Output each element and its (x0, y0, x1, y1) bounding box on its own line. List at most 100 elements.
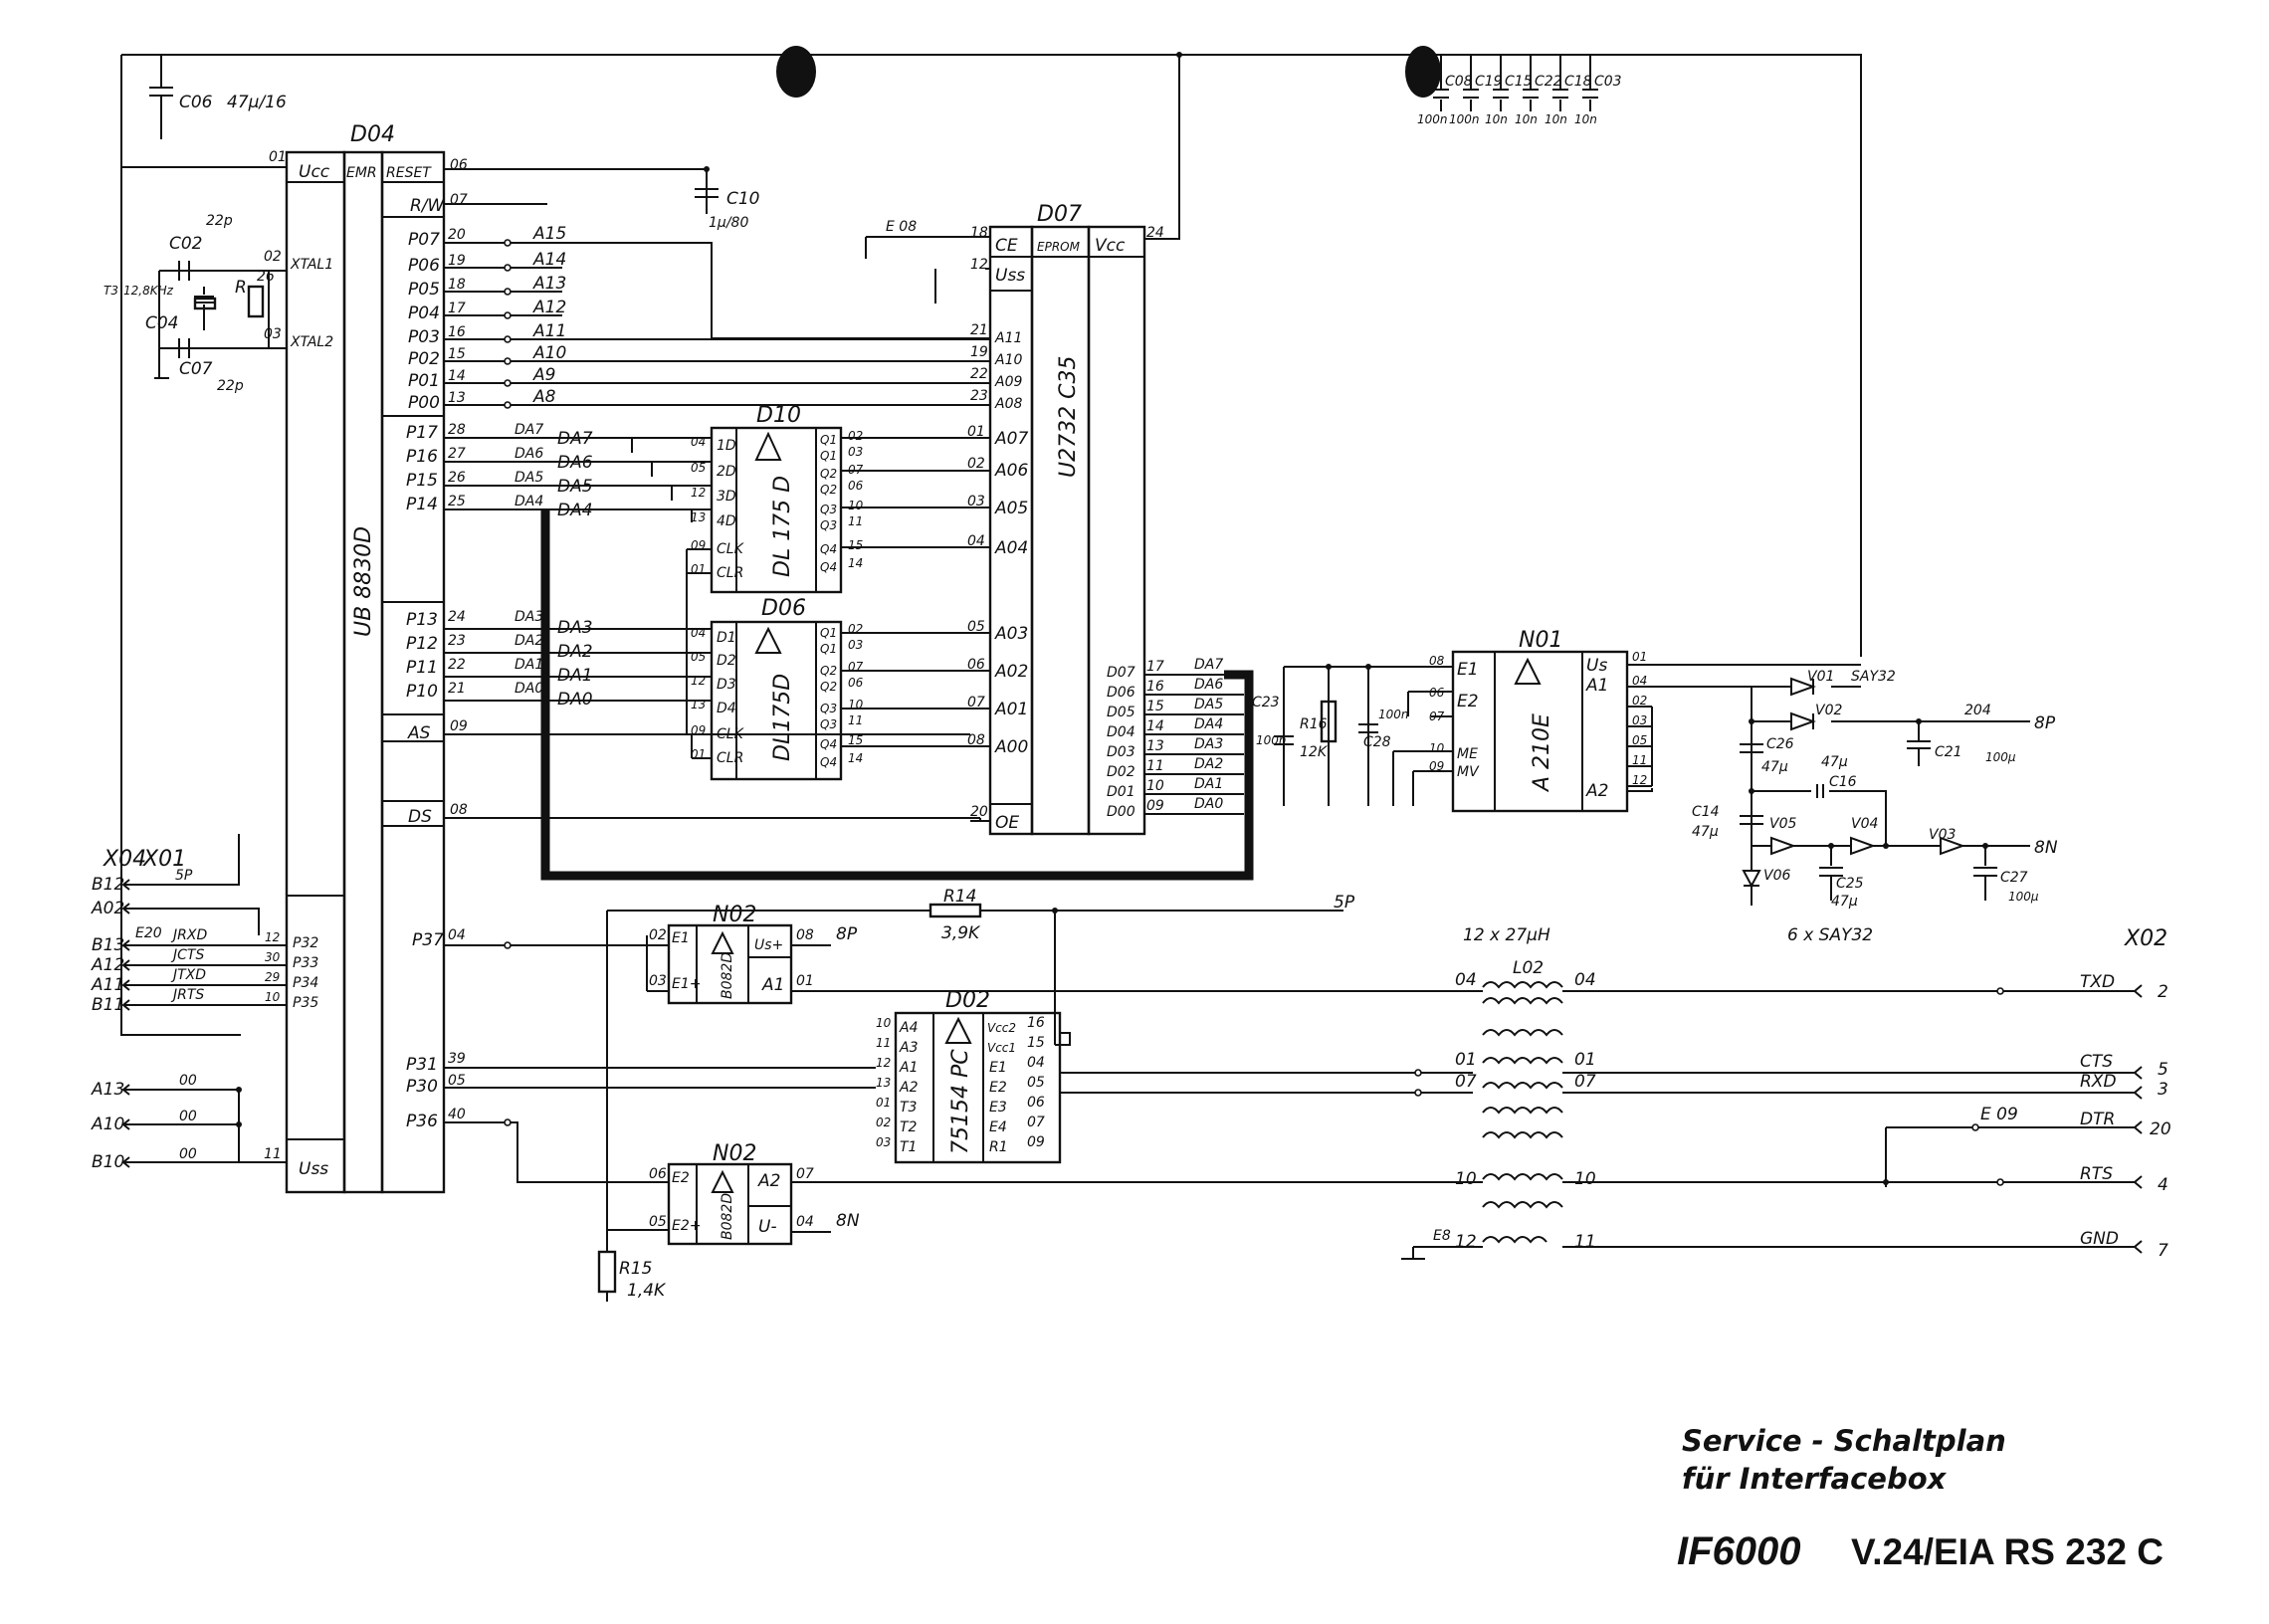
d02-ref: D02 (945, 988, 990, 1013)
p15-pin: P15 (406, 471, 438, 491)
d10-in-2d-num: 05 (691, 461, 706, 475)
n01-e1: E1 (1457, 660, 1479, 680)
chip-d07: D07 CE EPROM Vcc Uss OE U2732 C35 18 12 … (865, 202, 1179, 836)
d07-a02-num: 06 (967, 657, 985, 673)
p07-num: 20 (448, 227, 466, 243)
d04-emr: EMR (346, 165, 377, 181)
d07-pin-ce: 18 (970, 225, 988, 241)
p31-pin: P31 (406, 1055, 438, 1075)
d04-uss: Uss (299, 1159, 328, 1179)
terminals (504, 239, 2004, 1186)
d04-xtal2: XTAL2 (290, 334, 333, 350)
x04-b10: B10 (92, 1152, 124, 1172)
c02-value: 22p (206, 213, 233, 229)
n02b-pin-us: 04 (796, 1214, 814, 1230)
p17-num: 28 (448, 422, 466, 438)
c28-value: 100n (1378, 708, 1409, 721)
d07-a04-num: 04 (967, 533, 985, 549)
d07-oe: OE (995, 813, 1019, 833)
c21-value: 100µ (1985, 750, 2016, 764)
chip-n02b: N02 B082D E2 E2+ A2 U- 06 05 07 04 8N (444, 1121, 860, 1246)
n02a-pin-us: 08 (796, 927, 814, 943)
d04-as: AS (407, 723, 431, 743)
p34-pin: P34 (293, 975, 318, 991)
d07-a10-num: 19 (970, 344, 988, 360)
choke-cts-in: 01 (1455, 1050, 1477, 1070)
n02a-us: Us+ (754, 937, 783, 953)
p13-num: 24 (448, 609, 466, 625)
x04-a02: A02 (91, 899, 124, 918)
d02-e3-num: 06 (1027, 1095, 1045, 1111)
p17-pin: P17 (406, 423, 438, 443)
r15-label: R15 (619, 1259, 652, 1279)
choke-rts-in: 10 (1455, 1169, 1477, 1189)
bus-da2: DA2 (1194, 756, 1223, 772)
c22-value: 10n (1515, 112, 1538, 126)
d02-e4: E4 (989, 1119, 1007, 1135)
l02-value: 12 x 27µH (1463, 925, 1550, 945)
resistor-r14-r15: R14 3,9K 5P R15 1,4K (597, 887, 1355, 1302)
n02a-a1: A1 (761, 975, 784, 995)
r14-rail: 5P (1334, 893, 1355, 913)
x04-b10-sig: 00 (179, 1146, 197, 1162)
a8-sig: A8 (532, 387, 556, 407)
n02b-pin-a2: 07 (796, 1166, 814, 1182)
n01-a1: A1 (1585, 676, 1608, 696)
d07-d02: D02 (1107, 764, 1135, 780)
x02-lines (791, 990, 2135, 1248)
c04-label: C04 (145, 313, 179, 333)
n01-pin-a2: 12 (1632, 773, 1647, 787)
x02-rxd: RXD (2080, 1072, 2117, 1092)
d10-in-4d: 4D (717, 513, 736, 529)
t3-label: T3 (103, 284, 118, 298)
p06-num: 19 (448, 253, 466, 269)
d07-d03-num: 13 (1146, 738, 1164, 754)
d04-port0: P07 P06 P05 P04 P03 P02 P01 P00 20 19 18… (408, 224, 990, 413)
choke-gnd-out: 11 (1574, 1232, 1596, 1252)
d07-a00: A00 (994, 737, 1028, 757)
p10-num: 21 (448, 681, 466, 697)
p15-sig: DA5 (515, 470, 543, 486)
p13-sig: DA3 (515, 609, 543, 625)
x04-a11-sig: JTXD (170, 967, 206, 983)
p14-pin: P14 (406, 495, 438, 514)
c06-label: C06 (179, 93, 213, 112)
d02-a4: A4 (899, 1020, 918, 1036)
c22-label: C22 (1535, 74, 1562, 90)
p11-num: 22 (448, 657, 466, 673)
n02a-ref: N02 (713, 903, 756, 927)
d10-part: DL 175 D (770, 476, 795, 577)
d07-d06: D06 (1107, 685, 1135, 701)
d02-vcc2: Vcc2 (987, 1021, 1016, 1035)
title-standard: V.24/EIA RS 232 C (1851, 1531, 2164, 1572)
d07-d01: D01 (1107, 784, 1135, 800)
p35-pin: P35 (293, 995, 318, 1011)
d04-pin-uss: 11 (264, 1146, 282, 1162)
d07-d04: D04 (1107, 724, 1135, 740)
d07-a09: A09 (994, 374, 1022, 390)
d10-in-4d-num: 13 (691, 510, 706, 524)
x02-ref: X02 (2124, 926, 2167, 951)
p31-num: 39 (448, 1051, 466, 1067)
d10-out-q4n: Q4 (820, 560, 837, 574)
choke-cts-out: 01 (1574, 1050, 1596, 1070)
c10-value: 1µ/80 (709, 215, 748, 231)
d07-d04-num: 14 (1146, 718, 1164, 734)
d02-vcc1-num: 15 (1027, 1035, 1045, 1051)
e8-label: E8 (1433, 1228, 1451, 1244)
d10-in-1d-num: 04 (691, 435, 706, 449)
d07-eprom: EPROM (1037, 240, 1081, 254)
p05-pin: P05 (408, 280, 440, 300)
p01-num: 14 (448, 368, 466, 384)
d04-rw: R/W (410, 196, 446, 216)
c15-value: 10n (1485, 112, 1508, 126)
p32-pin: P32 (293, 935, 318, 951)
d07-a04: A04 (994, 538, 1028, 558)
x02-gnd: GND (2080, 1229, 2119, 1249)
d02-t2-num: 02 (876, 1116, 891, 1129)
n02b-us: U- (758, 1217, 777, 1237)
title-line1: Service - Schaltplan (1682, 1424, 2006, 1458)
c18-label: C18 (1564, 74, 1592, 90)
d07-d07-num: 17 (1146, 659, 1164, 675)
a12-sig: A12 (532, 298, 566, 317)
